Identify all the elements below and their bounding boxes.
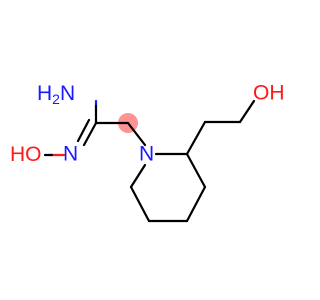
- bond-sidechain-oh: [238, 99, 256, 124]
- bond-c2-sidechain: [185, 120, 207, 156]
- oxime-n-label: N: [63, 143, 78, 166]
- bond-ch2-ring-n: [126, 121, 147, 147]
- atom-label-layer: H2N HO N N OH: [10, 82, 285, 166]
- amine-h-label: H: [37, 82, 52, 105]
- bond-layer: [48, 99, 256, 223]
- bond-ring-c3-c4: [185, 185, 207, 223]
- oxime-oh-label: HO: [10, 143, 42, 166]
- hydroxyl-label: OH: [253, 82, 285, 105]
- amine-n-label: N: [60, 82, 75, 105]
- bond-amidine-cn-double-b: [76, 118, 91, 143]
- bond-amidine-cn-double-a: [82, 121, 98, 147]
- bond-ring-c6-n: [129, 163, 147, 189]
- amine-label: H2N: [37, 82, 75, 107]
- oxime-h-label: HO: [10, 143, 42, 166]
- bond-ring-c2-c3: [185, 152, 207, 189]
- molecule-diagram: H2N HO N N OH: [10, 82, 285, 223]
- ring-n-label: N: [139, 143, 154, 166]
- amine-subscript-label: 2: [52, 91, 60, 107]
- bond-ring-c5-c6: [129, 185, 151, 223]
